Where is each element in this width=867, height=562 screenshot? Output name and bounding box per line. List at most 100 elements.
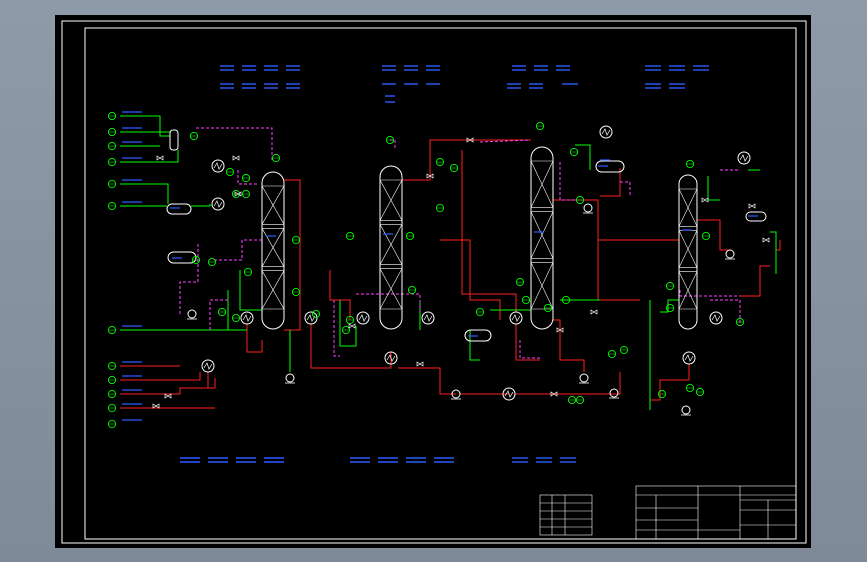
- valve: [466, 137, 474, 143]
- control-signal-line: [179, 244, 199, 314]
- packing-bed-t104: [678, 271, 698, 310]
- instrument-layer: [107, 111, 770, 429]
- control-signal-line: [710, 299, 741, 326]
- control-signal-line: [479, 139, 531, 143]
- packing-bed-t103: [530, 262, 554, 310]
- utility-line: [120, 115, 170, 137]
- valve: [234, 191, 242, 197]
- utility-line: [770, 231, 777, 274]
- heat-exchanger: [201, 359, 215, 373]
- heat-exchanger: [384, 351, 398, 365]
- valve: [426, 173, 434, 179]
- exchanger-coil: [511, 314, 521, 322]
- exchanger-coil: [213, 162, 223, 170]
- process-line: [697, 219, 730, 251]
- heat-exchanger: [682, 351, 696, 365]
- packing-bed-t102: [379, 268, 403, 310]
- heat-exchanger: [599, 125, 613, 139]
- reflux-drum: [745, 211, 767, 222]
- process-line: [650, 364, 690, 401]
- packing-bed-t104: [678, 230, 698, 268]
- exchanger-coil: [601, 128, 611, 136]
- process-line: [776, 240, 781, 251]
- process-line: [246, 324, 263, 353]
- exchanger-coil: [242, 314, 252, 322]
- process-line: [120, 378, 216, 395]
- pump: [725, 249, 735, 259]
- column-t101: [261, 171, 285, 330]
- process-line: [600, 168, 621, 197]
- reflux-drum: [167, 251, 197, 264]
- exchanger-coil: [739, 154, 749, 162]
- pump: [609, 388, 619, 398]
- utility-line: [191, 204, 211, 207]
- process-line: [284, 179, 301, 331]
- exchanger-coil: [203, 362, 213, 370]
- control-signal-line: [196, 127, 273, 160]
- control-signal-line: [237, 170, 258, 185]
- packing-bed-t101: [261, 228, 285, 267]
- drawing-sheet: [55, 15, 811, 548]
- heat-exchanger: [502, 387, 516, 401]
- exchanger-coil: [711, 314, 721, 322]
- control-signal-line: [356, 293, 421, 312]
- exchanger-coil: [684, 354, 694, 362]
- pump: [285, 373, 295, 383]
- control-signal-line: [620, 181, 631, 196]
- heat-exchanger: [421, 311, 435, 325]
- control-signal-line: [559, 162, 575, 201]
- annotation-layer: [122, 65, 758, 463]
- inner-frame: [84, 27, 797, 540]
- packing-bed-t101: [261, 270, 285, 310]
- control-signal-line: [209, 299, 230, 330]
- exchanger-coil: [423, 314, 433, 322]
- exchanger-coil: [213, 200, 223, 208]
- heat-exchanger: [211, 197, 225, 211]
- valve: [348, 323, 356, 329]
- exchanger-coil: [358, 314, 368, 322]
- process-line: [402, 139, 531, 181]
- reflux-drum: [464, 329, 492, 342]
- valve: [232, 155, 240, 161]
- title-block: [635, 485, 797, 540]
- valve: [748, 203, 756, 209]
- heat-exchanger: [240, 311, 254, 325]
- reflux-drum: [166, 203, 192, 215]
- control-signal-line: [333, 300, 340, 357]
- pump: [187, 309, 197, 319]
- valve: [550, 391, 558, 397]
- process-line: [120, 372, 201, 381]
- pump: [451, 389, 461, 399]
- valve: [590, 309, 598, 315]
- utility-line: [120, 183, 169, 204]
- heat-exchanger: [356, 311, 370, 325]
- utility-line: [575, 144, 591, 170]
- pump: [579, 373, 589, 383]
- packing-bed-t103: [530, 211, 554, 259]
- feed-vessel: [169, 129, 179, 151]
- valve: [762, 237, 770, 243]
- revision-table: [539, 494, 593, 536]
- process-line: [553, 319, 585, 372]
- packing-bed-t102: [379, 179, 403, 221]
- packing-bed-t104: [678, 188, 698, 227]
- heat-exchanger: [304, 311, 318, 325]
- process-line: [310, 324, 392, 369]
- outer-frame: [61, 20, 807, 544]
- valve: [416, 361, 424, 367]
- exchanger-coil: [504, 390, 514, 398]
- process-line: [553, 199, 640, 301]
- valve: [556, 327, 564, 333]
- packing-bed-t103: [530, 160, 554, 208]
- valve: [701, 197, 709, 203]
- utility-line: [120, 150, 179, 163]
- pump: [681, 405, 691, 415]
- process-line: [398, 367, 456, 395]
- exchanger-coil: [386, 354, 396, 362]
- column-t103: [530, 146, 554, 330]
- column-t104: [678, 174, 698, 330]
- control-signal-line: [214, 239, 262, 261]
- process-line: [515, 372, 621, 395]
